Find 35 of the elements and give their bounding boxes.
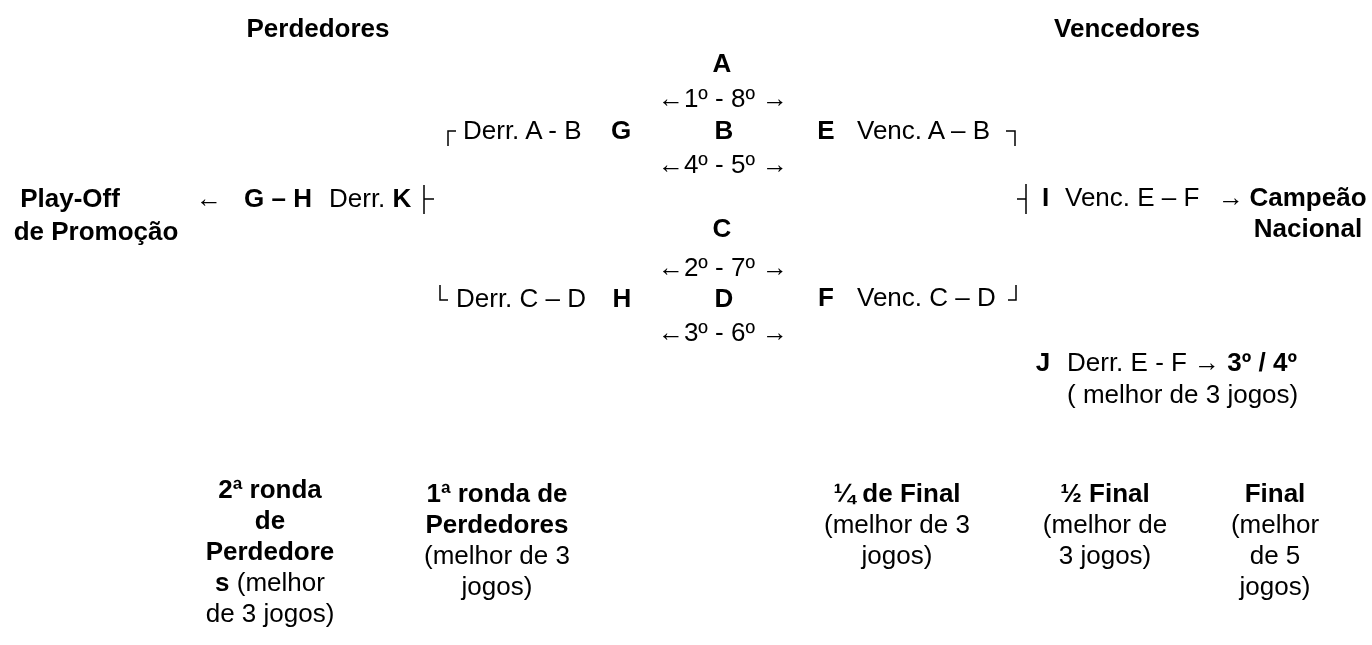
- seed-pairing: ←1º - 8º →: [657, 83, 789, 114]
- match-letter: J: [1035, 347, 1051, 378]
- team-letter: B: [714, 115, 734, 146]
- match-label: Derr. A - B: [463, 115, 582, 146]
- round-caption: 1ª ronda de Perdedores (melhor de 3 jogos): [423, 478, 571, 602]
- seed-pairing: ←2º - 7º →: [657, 252, 789, 283]
- outcome-label: Play-Off: [20, 183, 120, 214]
- round-caption: 2ª ronda de Perdedores (melhor de 3 jogos): [204, 474, 336, 629]
- column-heading: Perdedores: [246, 13, 390, 44]
- match-letter: G: [610, 115, 632, 146]
- team-letter: A: [712, 48, 732, 79]
- arrow-glyph: ←: [196, 183, 222, 214]
- match-letter: E: [817, 115, 835, 146]
- round-caption: ¼ de Final (melhor de 3 jogos): [823, 478, 971, 571]
- match-label: Venc. E – F: [1065, 182, 1200, 213]
- arrow-glyph: →: [1218, 182, 1244, 213]
- column-heading: Vencedores: [1054, 13, 1200, 44]
- format-note: ( melhor de 3 jogos): [1067, 379, 1299, 410]
- seed-pairing: ←4º - 5º →: [657, 149, 789, 180]
- team-letter: C: [712, 213, 732, 244]
- match-letter: H: [612, 283, 632, 314]
- match-label: Venc. C – D: [857, 282, 996, 313]
- round-caption: ½ Final (melhor de 3 jogos): [1041, 478, 1169, 571]
- match-letter: F: [818, 282, 834, 313]
- match-label: Derr. K: [329, 183, 412, 214]
- match-label: G – H: [244, 183, 312, 214]
- match-label: Venc. A – B: [857, 115, 990, 146]
- team-letter: D: [714, 283, 734, 314]
- outcome-label: Campeão Nacional: [1248, 182, 1368, 244]
- seed-pairing: ←3º - 6º →: [657, 317, 789, 348]
- match-letter: I: [1042, 182, 1050, 213]
- round-caption: Final (melhor de 5 jogos): [1229, 478, 1321, 602]
- match-label: Derr. C – D: [456, 283, 587, 314]
- outcome-label: de Promoção: [13, 216, 179, 247]
- match-label: Derr. E - F → 3º / 4º: [1067, 347, 1297, 378]
